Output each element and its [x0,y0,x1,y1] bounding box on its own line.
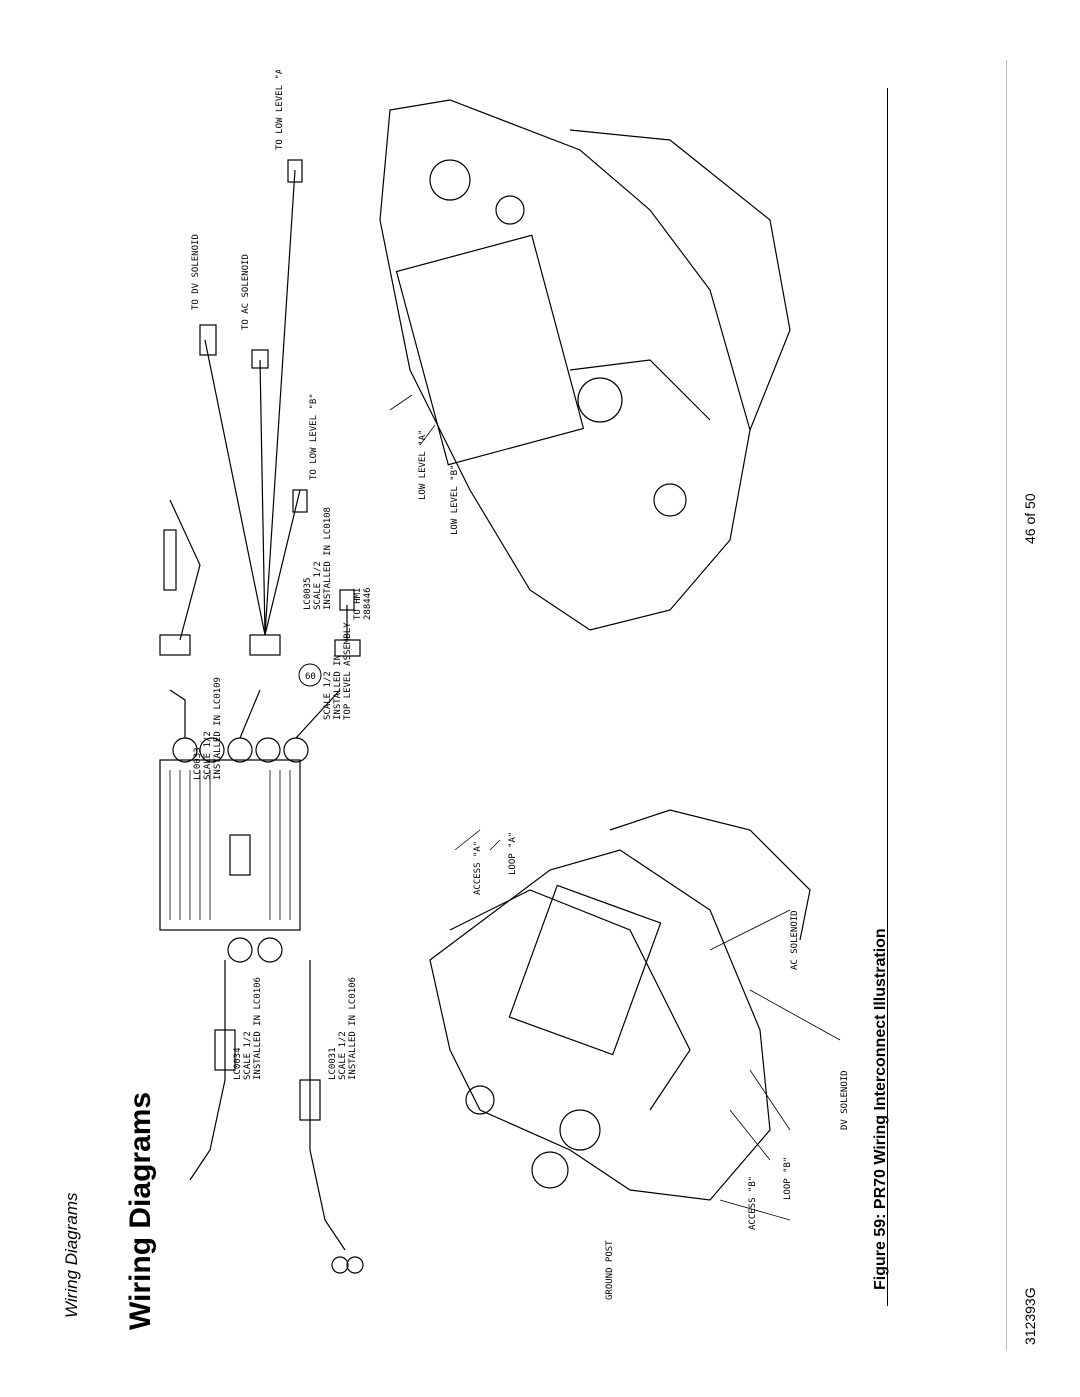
label-lc0035-installed: INSTALLED IN LC0108 [323,507,333,610]
document-number: 312393G [1022,1287,1038,1345]
label-dv-solenoid: DV SOLENOID [840,1070,850,1130]
label-low-level-b: LOW LEVEL "B" [450,465,460,535]
label-lc0034: LC0034 [233,1047,243,1080]
label-ground-post: GROUND POST [605,1240,615,1300]
label-loop-b: LOOP "B" [783,1157,793,1200]
label-lc0031: LC0031 [328,1047,338,1080]
label-lc0033-installed: INSTALLED IN LC0109 [213,677,223,780]
page-number: 46 of 50 [1022,493,1038,544]
label-to-ac-solenoid: TO AC SOLENOID [241,254,251,330]
label-to-low-level-b: TO LOW LEVEL "B" [309,393,319,480]
label-top-level-assembly: TOP LEVEL ASSEMBLY [343,622,353,720]
label-lc0035: LC0035 [303,577,313,610]
label-top-installed: INSTALLED IN [333,655,343,720]
label-access-b: ACCESS "B" [748,1176,758,1230]
wiring-illustration: 60 TO LOW LEVEL "A" TO DV SOLENOID TO AC… [159,70,850,1300]
label-lc0033: LC0033 [193,747,203,780]
label-hmi-part: 288446 [363,587,373,620]
label-lc0033-scale: SCALE 1/2 [203,731,213,780]
label-ac-solenoid: AC SOLENOID [790,910,800,970]
footer-rule [1006,60,1007,1350]
label-lc0035-scale: SCALE 1/2 [313,561,323,610]
label-to-hmi: TO HMI [353,587,363,620]
label-lc0034-installed: INSTALLED IN LC0106 [253,977,263,1080]
label-to-dv-solenoid: TO DV SOLENOID [191,234,201,310]
callout-number: 60 [305,672,316,682]
label-top-scale: SCALE 1/2 [323,671,333,720]
label-loop-a: LOOP "A" [508,832,518,875]
section-header: Wiring Diagrams [62,1192,81,1318]
label-low-level-a: LOW LEVEL "A" [418,430,428,500]
label-lc0031-installed: INSTALLED IN LC0106 [348,977,358,1080]
label-lc0034-scale: SCALE 1/2 [243,1031,253,1080]
caption-rule [887,88,888,1306]
label-to-low-level-a: TO LOW LEVEL "A" [275,70,285,150]
label-access-a: ACCESS "A" [473,841,483,895]
label-lc0031-scale: SCALE 1/2 [338,1031,348,1080]
control-module-body [159,759,301,931]
